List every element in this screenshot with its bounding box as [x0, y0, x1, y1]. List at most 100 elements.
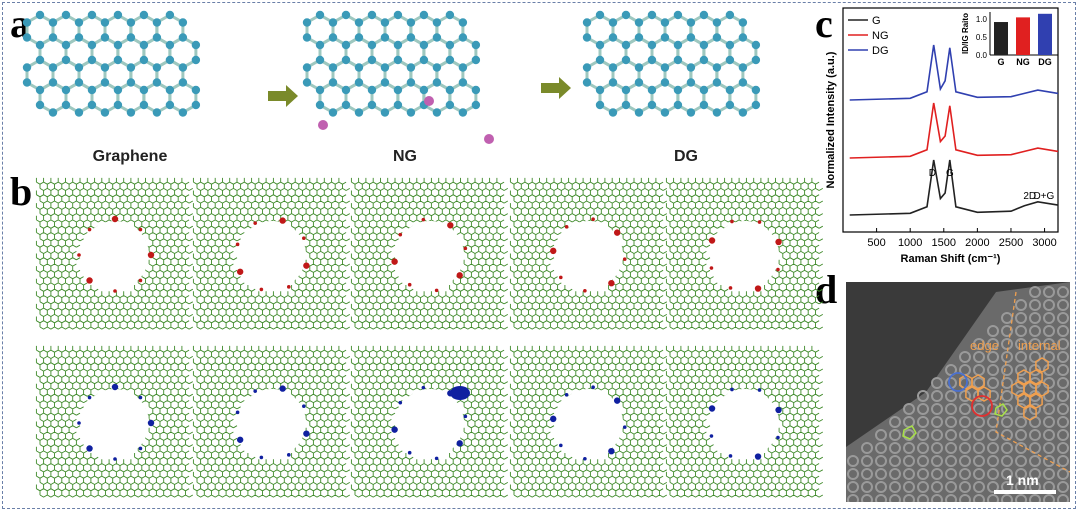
lattice-ring [1001, 416, 1013, 428]
carbon-atom [393, 10, 403, 20]
lattice-ring [945, 403, 957, 415]
lattice-ring [1057, 351, 1069, 363]
carbon-atom [35, 10, 45, 20]
carbon-atom [595, 85, 605, 95]
carbon-atom [621, 85, 631, 95]
dopant-site [77, 421, 81, 425]
panel-letter-c: c [815, 1, 833, 46]
carbon-atom [595, 40, 605, 50]
carbon-atom [139, 85, 149, 95]
carbon-atom [699, 100, 709, 110]
carbon-atom [100, 33, 110, 42]
lattice-ring [1001, 377, 1013, 389]
carbon-atom [113, 100, 123, 110]
carbon-atom [673, 55, 683, 65]
lattice-ring [1029, 494, 1041, 502]
lattice-ring [973, 416, 985, 428]
dopant-site [86, 445, 93, 452]
lattice-ring [959, 416, 971, 428]
lattice-ring [1029, 338, 1041, 350]
carbon-atom [341, 10, 351, 20]
structure-sheet [302, 10, 494, 144]
panel-letter-b: b [10, 169, 33, 214]
dopant-site [138, 395, 143, 400]
carbon-atom [315, 55, 325, 65]
series-line-g [849, 159, 1059, 216]
carbon-atom [712, 18, 722, 27]
dopant-site [113, 289, 117, 293]
lattice-ring [987, 325, 999, 337]
lattice-ring [903, 481, 915, 493]
carbon-atom [354, 78, 364, 87]
carbon-atom [328, 63, 338, 72]
inset-y-tick-label: 0.5 [976, 33, 988, 42]
lattice-ring [1001, 351, 1013, 363]
carbon-atom [191, 85, 201, 95]
lattice-ring [1043, 312, 1055, 324]
carbon-atom [393, 100, 403, 110]
carbon-atom [419, 85, 429, 95]
lattice-ring [987, 364, 999, 376]
lattice-ring [959, 403, 971, 415]
label-graphene: Graphene [92, 148, 168, 165]
carbon-atom [367, 40, 377, 50]
carbon-atom [608, 63, 618, 72]
dopant-site [754, 285, 762, 292]
carbon-atom [699, 40, 709, 50]
dopant-site [111, 383, 119, 391]
lattice-ring [973, 351, 985, 363]
lattice-ring [889, 468, 901, 480]
carbon-atom [432, 18, 442, 27]
lattice-ring [959, 481, 971, 493]
lattice-ring [931, 390, 943, 402]
carbon-atom [647, 100, 657, 110]
lattice-ring [1001, 312, 1013, 324]
highlight-hexagon [1029, 369, 1043, 385]
lattice-ring [875, 442, 887, 454]
carbon-atom [61, 40, 71, 50]
lattice-ring [945, 494, 957, 502]
dopant-site [77, 253, 81, 257]
dopant-site [147, 419, 155, 427]
legend-label: DG [872, 45, 889, 57]
lattice-ring [987, 442, 999, 454]
carbon-atom [686, 78, 696, 87]
lattice-ring [1043, 468, 1055, 480]
carbon-atom [61, 55, 71, 65]
carbon-atom [647, 10, 657, 20]
lattice-ring [889, 455, 901, 467]
lattice-ring [945, 429, 957, 441]
carbon-atom [302, 18, 312, 27]
lattice-ring [889, 494, 901, 502]
lattice-ring [959, 455, 971, 467]
lattice-ring [903, 442, 915, 454]
dopant-site [463, 246, 468, 251]
carbon-atom [471, 85, 481, 95]
lattice-bonds [509, 345, 668, 498]
dopant-site [709, 434, 714, 438]
carbon-atom [725, 40, 735, 50]
panel-d-tem-image: edge internal 1 nm [846, 282, 1070, 502]
lattice-ring [889, 481, 901, 493]
lattice-ring [973, 403, 985, 415]
dopant-site [591, 217, 595, 222]
lattice-ring [1029, 468, 1041, 480]
carbon-atom [48, 33, 58, 42]
dopant-site [613, 397, 621, 404]
lattice-ring [931, 403, 943, 415]
carbon-atom [328, 18, 338, 27]
peak-label: D [929, 168, 936, 179]
carbon-atom [367, 10, 377, 20]
dopant-site [728, 286, 733, 290]
lattice-ring [987, 416, 999, 428]
lattice-ring [1057, 481, 1069, 493]
carbon-atom [74, 108, 84, 117]
lattice-ring [1029, 455, 1041, 467]
carbon-atom [751, 100, 761, 110]
dopant-site [564, 393, 569, 397]
carbon-atom [419, 55, 429, 65]
label-ng: NG [393, 148, 417, 165]
edge-label: edge [970, 338, 999, 353]
lattice-ring [1043, 325, 1055, 337]
carbon-atom [341, 40, 351, 50]
